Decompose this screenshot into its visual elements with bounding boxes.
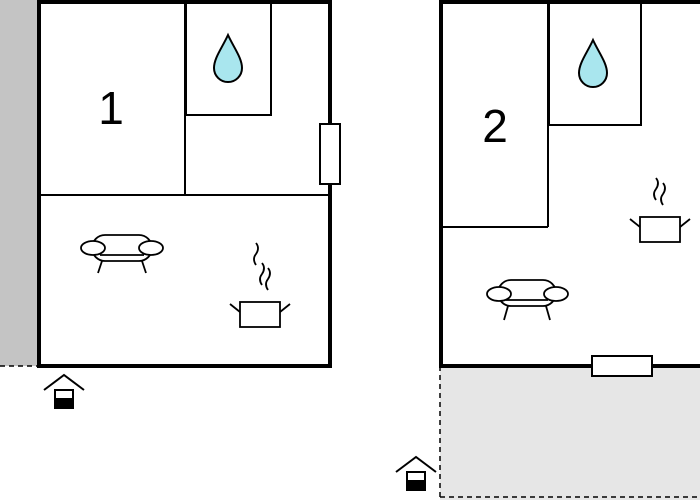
unit-2: 2 [439,0,700,377]
unit-2-outer-wall [439,0,700,368]
room-number-1: 1 [98,82,124,134]
water-drop-icon [212,32,244,83]
unit-1-bathroom [185,2,272,116]
sofa-icon [80,234,164,274]
terrace-left [0,0,37,366]
unit-1: 1 [37,0,341,368]
window-icon [319,123,341,185]
room-number-2: 2 [482,100,508,152]
cooking-pot-icon [629,177,691,243]
entrance-icon [395,455,437,491]
window-icon [591,355,653,377]
unit-2-bathroom [548,2,642,126]
sofa-icon [486,279,569,321]
terrace-right [440,366,700,500]
cooking-pot-icon [229,242,291,328]
entrance-icon [43,373,85,409]
water-drop-icon [577,37,609,88]
